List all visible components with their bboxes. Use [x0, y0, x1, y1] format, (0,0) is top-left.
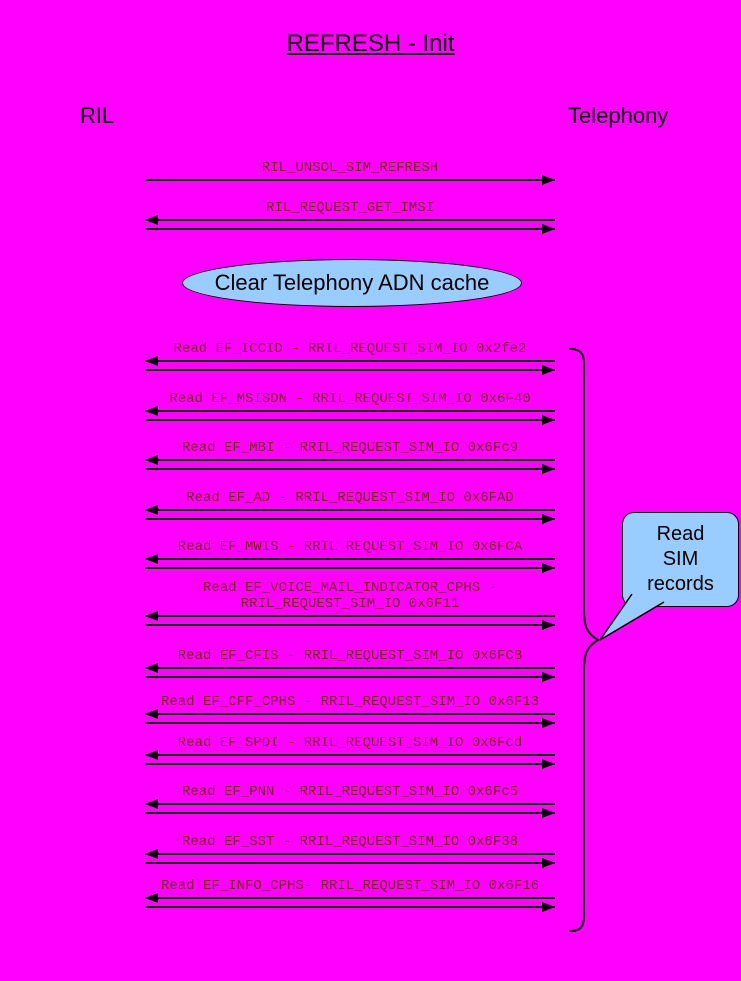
arrow-right — [145, 365, 555, 375]
message-label: Read EF_CFIS - RRIL_REQUEST_SIM_IO 0x6FC… — [177, 648, 523, 664]
message-label: Read EF_SST - RRIL_REQUEST_SIM_IO 0x6F38 — [181, 834, 519, 850]
message-ril-request-get-imsi: RIL_REQUEST_GET_IMSI — [145, 200, 555, 234]
actor-telephony: Telephony — [568, 103, 669, 128]
arrow-left — [145, 611, 555, 621]
arrow-left — [145, 215, 555, 225]
arrow-right — [145, 514, 555, 524]
message-read-ef-spdi: Read EF_SPDI - RRIL_REQUEST_SIM_IO 0x6Fc… — [145, 735, 555, 769]
arrow-left — [145, 893, 555, 903]
message-label: Read EF_MSISDN - RRIL_REQUEST_SIM_IO 0x6… — [169, 391, 531, 407]
message-label: Read EF_AD - RRIL_REQUEST_SIM_IO 0x6FAD — [186, 490, 514, 506]
message-ril-unsol-sim-refresh: RIL_UNSOL_SIM_REFRESH — [145, 160, 555, 185]
arrow-right — [145, 175, 555, 185]
arrow-right — [145, 620, 555, 630]
actor-ril: RIL — [80, 103, 115, 128]
message-read-ef-mwis: Read EF_MWIS - RRIL_REQUEST_SIM_IO 0x6FC… — [145, 539, 555, 573]
message-read-ef-msisdn: Read EF_MSISDN - RRIL_REQUEST_SIM_IO 0x6… — [145, 391, 555, 425]
callout-read-sim-records: Read SIM records — [622, 512, 739, 607]
arrow-right — [145, 415, 555, 425]
message-read-ef-pnn: Read EF_PNN - RRIL_REQUEST_SIM_IO 0x6Fc5 — [145, 784, 555, 818]
arrow-right — [145, 858, 555, 868]
arrow-left — [145, 849, 555, 859]
arrow-right — [145, 718, 555, 728]
note-clear-adn-cache: Clear Telephony ADN cache — [182, 259, 522, 307]
message-read-ef-sst: Read EF_SST - RRIL_REQUEST_SIM_IO 0x6F38 — [145, 834, 555, 868]
message-label: Read EF_SPDI - RRIL_REQUEST_SIM_IO 0x6Fc… — [177, 735, 523, 751]
arrow-right — [145, 808, 555, 818]
arrow-left — [145, 406, 555, 416]
message-label: RIL_UNSOL_SIM_REFRESH — [261, 160, 439, 176]
message-read-ef-cff-cphs: Read EF_CFF_CPHS - RRIL_REQUEST_SIM_IO 0… — [145, 694, 555, 728]
arrow-right — [145, 902, 555, 912]
arrow-left — [145, 505, 555, 515]
message-label: Read EF_PNN - RRIL_REQUEST_SIM_IO 0x6Fc5 — [181, 784, 519, 800]
callout-tail — [599, 593, 665, 641]
arrow-left — [145, 554, 555, 564]
message-read-ef-mbi: Read EF_MBI - RRIL_REQUEST_SIM_IO 0x6Fc9 — [145, 440, 555, 474]
message-read-ef-voice-mail-indicator-cphs: Read EF_VOICE_MAIL_INDICATOR_CPHS - RRIL… — [145, 580, 555, 630]
arrow-right — [145, 464, 555, 474]
arrow-left — [145, 663, 555, 673]
arrow-left — [145, 356, 555, 366]
message-label: Read EF_VOICE_MAIL_INDICATOR_CPHS - RRIL… — [202, 580, 498, 612]
diagram-title: REFRESH - Init — [286, 30, 455, 57]
message-label: Read EF_INFO_CPHS- RRIL_REQUEST_SIM_IO 0… — [160, 878, 540, 894]
arrow-right — [145, 672, 555, 682]
message-read-ef-ad: Read EF_AD - RRIL_REQUEST_SIM_IO 0x6FAD — [145, 490, 555, 524]
message-label: Read EF_MBI - RRIL_REQUEST_SIM_IO 0x6Fc9 — [181, 440, 519, 456]
message-read-ef-cfis: Read EF_CFIS - RRIL_REQUEST_SIM_IO 0x6FC… — [145, 648, 555, 682]
message-read-ef-info-cphs: Read EF_INFO_CPHS- RRIL_REQUEST_SIM_IO 0… — [145, 878, 555, 912]
arrow-right — [145, 563, 555, 573]
message-label: Read EF_CFF_CPHS - RRIL_REQUEST_SIM_IO 0… — [160, 694, 540, 710]
message-label: RIL_REQUEST_GET_IMSI — [265, 200, 435, 216]
arrow-left — [145, 799, 555, 809]
arrow-right — [145, 224, 555, 234]
arrow-left — [145, 750, 555, 760]
grouping-brace — [569, 348, 600, 932]
arrow-left — [145, 455, 555, 465]
message-label: Read EF_ICCID - RRIL_REQUEST_SIM_IO 0x2f… — [173, 341, 527, 357]
arrow-left — [145, 709, 555, 719]
message-read-ef-iccid: Read EF_ICCID - RRIL_REQUEST_SIM_IO 0x2f… — [145, 341, 555, 375]
message-label: Read EF_MWIS - RRIL_REQUEST_SIM_IO 0x6FC… — [177, 539, 523, 555]
arrow-right — [145, 759, 555, 769]
